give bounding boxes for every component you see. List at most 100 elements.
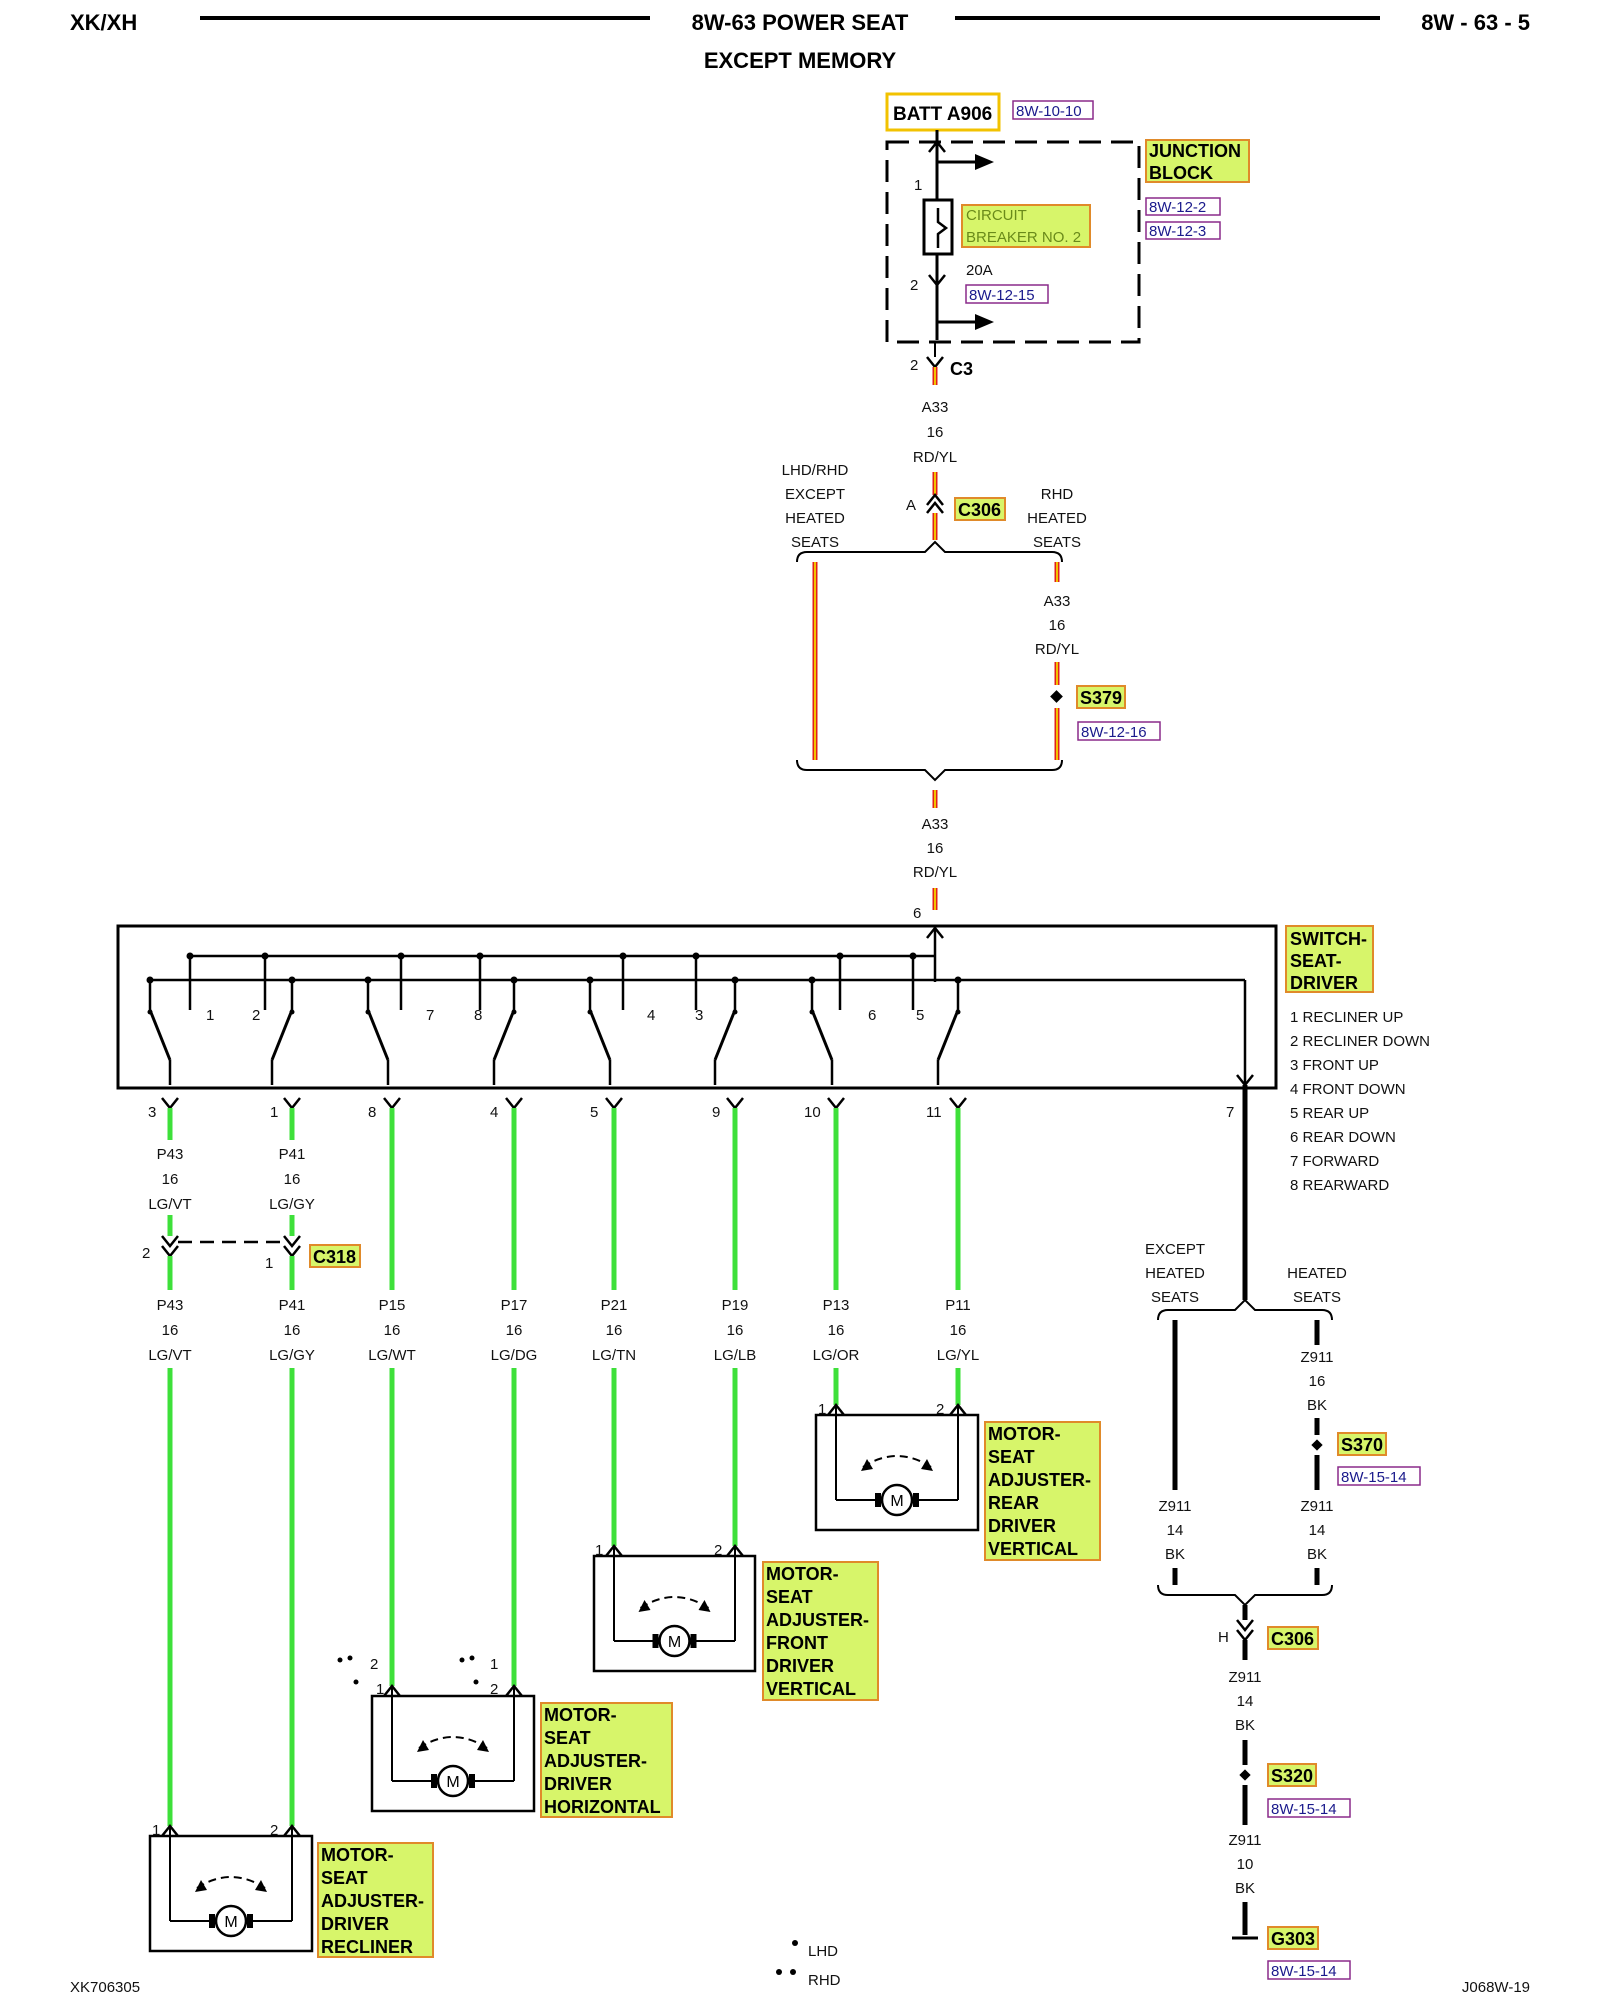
switch-bus-node <box>397 952 405 960</box>
breaker-label-box <box>961 204 1091 248</box>
switch-bus-node <box>619 952 627 960</box>
motor-symbol: M <box>446 1774 459 1791</box>
wire-p21-gauge: 16 <box>606 1322 623 1339</box>
jb-tap-arrow-top <box>975 154 994 170</box>
z911-bot-color: BK <box>1235 1880 1255 1897</box>
out-pin-7: 7 <box>1226 1104 1234 1121</box>
motor-driver-recliner: M <box>148 1823 314 1953</box>
motor-brush <box>431 1774 437 1788</box>
footer-left: XK706305 <box>70 1979 140 1996</box>
green-wires <box>161 1097 967 1826</box>
switch-contact-pivot <box>732 1009 738 1015</box>
wire-p17-gauge: 16 <box>506 1322 523 1339</box>
switch-bus-node <box>261 952 269 960</box>
branch-bracket-top <box>796 540 1063 563</box>
wire-p11-circuit: P11 <box>945 1297 971 1314</box>
switch-contact-numbers: 1 2 7 8 4 3 6 5 <box>206 1007 924 1024</box>
wire-a33-bot-color: RD/YL <box>913 864 957 881</box>
jb-pin-2 <box>928 274 946 288</box>
ground-branch-left-2: HEATED <box>1145 1265 1205 1282</box>
contact-num-6: 6 <box>868 1007 876 1024</box>
motor-rotation-arrow <box>861 1459 873 1471</box>
wire-p19-color: LG/LB <box>714 1347 757 1364</box>
legend-rhd: RHD <box>808 1972 841 1989</box>
motor-recliner-label-box <box>317 1842 434 1958</box>
s320-ref: 8W-15-14 <box>1271 1801 1337 1818</box>
out-pin-8: 8 <box>368 1104 376 1121</box>
wire-p41-upper-gauge: 16 <box>284 1171 301 1188</box>
motor-rear-pin-1: 1 <box>818 1401 826 1418</box>
motor-armature <box>658 1624 691 1658</box>
motor-armature <box>880 1483 914 1517</box>
switch-return-node <box>288 976 296 984</box>
switch-label-3: DRIVER <box>1290 973 1358 993</box>
breaker-rating: 20A <box>966 262 993 279</box>
motor-armature <box>436 1764 470 1798</box>
header-right: 8W - 63 - 5 <box>1421 10 1530 35</box>
motor-brush <box>247 1914 253 1928</box>
branch-rhd-1: RHD <box>1041 486 1074 503</box>
motor-rear-vertical-label-4: REAR <box>988 1493 1039 1513</box>
z911-left-color: BK <box>1165 1546 1185 1563</box>
motor-pins: 1 2 1 2 2 1 1 2 1 2 <box>152 1401 944 1839</box>
contact-num-4: 4 <box>647 1007 655 1024</box>
jb-pin-bottom: 2 <box>910 277 918 294</box>
switch-return-node <box>586 976 594 984</box>
c3-connector <box>926 356 944 370</box>
switch-position-2: 2 RECLINER DOWN <box>1290 1033 1430 1050</box>
wire-p43-color: LG/VT <box>148 1347 191 1364</box>
wire-connector <box>283 1097 301 1111</box>
out-pin-5: 5 <box>590 1104 598 1121</box>
switch-bus-node <box>909 952 917 960</box>
switch-contact-blade <box>492 1009 516 1061</box>
contact-num-5: 5 <box>916 1007 924 1024</box>
wire-p43-upper-circuit: P43 <box>157 1146 184 1163</box>
wire-p19-circuit: P19 <box>722 1297 749 1314</box>
wire-p13-gauge: 16 <box>828 1322 845 1339</box>
branch-lhd-1: LHD/RHD <box>782 462 849 479</box>
jb-label-box <box>1145 139 1250 183</box>
z911-bot-gauge: 10 <box>1237 1856 1254 1873</box>
switch-outline <box>116 924 1278 1090</box>
wire-p17-color: LG/DG <box>491 1347 538 1364</box>
wire-a33-top-gauge: 16 <box>927 424 944 441</box>
wire-p11-gauge: 16 <box>950 1322 967 1339</box>
motor-recliner-pin-2: 2 <box>270 1822 278 1839</box>
switch-return-node <box>808 976 816 984</box>
motor-horizontal-label-3: ADJUSTER- <box>544 1751 647 1771</box>
g303-ref: 8W-15-14 <box>1271 1963 1337 1980</box>
out-pin-10: 10 <box>804 1104 821 1121</box>
wire-a33-bot-gauge: 16 <box>927 840 944 857</box>
switch-position-3: 3 FRONT UP <box>1290 1057 1379 1074</box>
switch-contact-blade <box>366 1009 390 1061</box>
motor-rotation-arrow <box>255 1880 267 1892</box>
c306-top-pin: A <box>906 497 916 514</box>
junction-block: 1 2 CIRCUIT BREAKER NO. 2 20A 8W-12-15 J… <box>885 130 1250 344</box>
s320-splice <box>1239 1769 1251 1781</box>
motor-front-vertical-label-5: DRIVER <box>766 1656 834 1676</box>
motor-rear-vertical-label-2: SEAT <box>988 1447 1035 1467</box>
motor-horizontal-label-5: HORIZONTAL <box>544 1797 661 1817</box>
motor-rear-vertical-label-1: MOTOR- <box>988 1424 1061 1444</box>
jb-ref2: 8W-12-3 <box>1149 223 1206 240</box>
motor-rotation-arrow <box>921 1459 933 1471</box>
s370-splice <box>1311 1439 1323 1451</box>
motor-brush <box>913 1493 919 1507</box>
header-title-2: EXCEPT MEMORY <box>704 48 897 73</box>
wire-p19-gauge: 16 <box>727 1322 744 1339</box>
motor-recliner-label-2: SEAT <box>321 1868 368 1888</box>
motor-rotation-arrow <box>698 1600 711 1612</box>
c306-bot-connector <box>1236 1619 1254 1633</box>
motor-horiz-pin-2-rhd: 2 <box>370 1656 378 1673</box>
ground-bracket-top <box>1157 1298 1333 1321</box>
c306-top-connector <box>926 492 944 506</box>
motor-rear-vertical-label-box <box>984 1421 1101 1561</box>
motor-horizontal-label-box <box>540 1702 673 1818</box>
c3-pin: 2 <box>910 357 918 374</box>
ground-bracket-bottom <box>1157 1584 1333 1607</box>
breaker-label-1: CIRCUIT <box>966 207 1027 224</box>
switch-bus-node <box>836 952 844 960</box>
wire-connector <box>827 1097 845 1111</box>
breaker-label-2: BREAKER NO. 2 <box>966 229 1081 246</box>
